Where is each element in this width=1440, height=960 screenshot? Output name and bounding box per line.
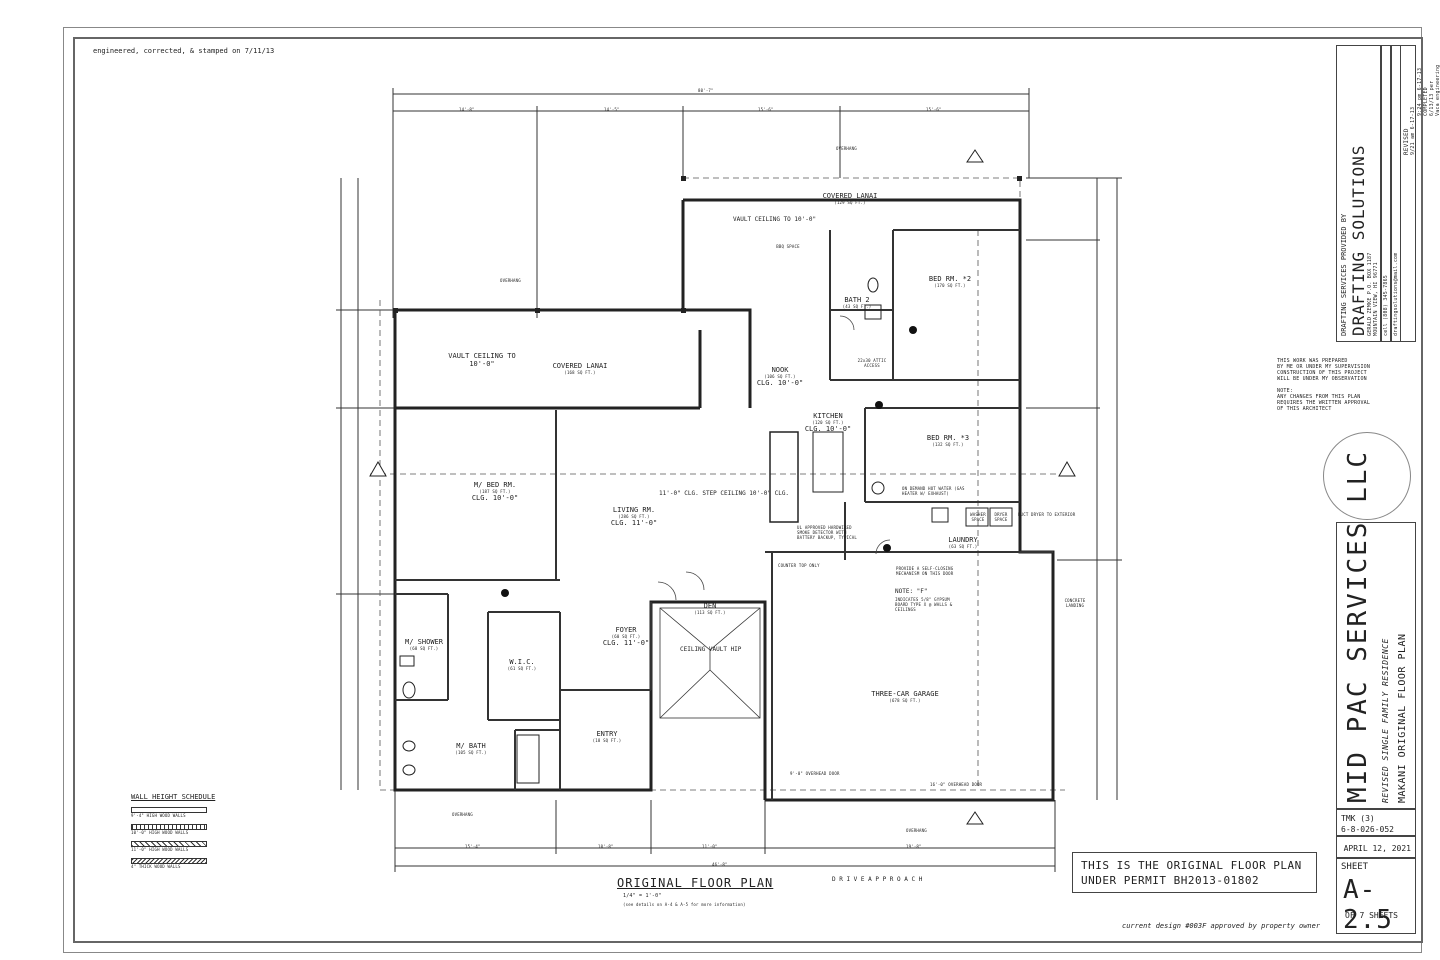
wall-schedule-row: 11'-0" HIGH WOOD WALLS [131,841,231,852]
on-demand-note: ON DEMAND HOT WATER (GAS HEATER W/ EXHAU… [902,486,965,496]
client-block: MID PAC SERVICES LLC REVISED SINGLE FAMI… [1336,450,1416,809]
date-block: APRIL 12, 2021 [1336,836,1416,858]
duct-note: DUCT DRYER TO EXTERIOR [1018,512,1076,517]
revisions-block: REVISED 9/21 am 6-17-13 [1402,45,1416,342]
room-foyer: FOYER(60 SQ FT.)CLG. 11'-0" [602,626,650,647]
room-covered-lanai-mid: COVERED LANAI(168 SQ FT.) [552,362,608,375]
drive-approach: D R I V E A P P R O A C H [832,876,923,883]
room-entry: ENTRY(18 SQ FT.) [592,730,622,743]
room-bed-3: BED RM. *3(132 SQ FT.) [926,434,970,447]
revised-label: REVISED [1403,128,1410,155]
step-ceiling-note: 11'-0" CLG. STEP CEILING 10'-0" CLG. [659,490,790,497]
room-kitchen: KITCHEN(120 SQ FT.)CLG. 10'-0" [804,412,852,433]
dryer-space: DRYER SPACE [994,512,1008,522]
room-vault-lanai: VAULT CEILING TO 10'-0" [448,352,516,368]
architect-stamp-circle [1323,432,1411,520]
room-master-bed: M/ BED RM.(187 SQ FT.)CLG. 10'-0" [471,481,519,502]
sheet-label: SHEET [1341,862,1369,872]
washer-space: WASHER SPACE [970,512,986,522]
room-bath-2: BATH 2(43 SQ FT.) [842,296,872,309]
dim-top-3: 15'-6" [758,107,774,112]
dim-bottom-2: 10'-8" [598,844,614,849]
sheet-number-block: SHEET A-2.5 OF 7 SHEETS [1336,858,1416,935]
counter-top-note: COUNTER TOP ONLY [778,563,820,568]
overhead-door-1: 9'-0" OVERHEAD DOOR [790,771,840,776]
room-covered-lanai-top: COVERED LANAI (129 SQ FT.) [822,192,878,205]
dim-bottom-1: 15'-4" [465,844,481,849]
dim-top-4: 15'-6" [926,107,942,112]
project-name: REVISED SINGLE FAMILY RESIDENCE [1381,638,1390,803]
smoke-detector-note: UL APPROVED HARDWIRED SMOKE DETECTOR WIT… [797,525,857,540]
dim-overall-top: 80'-7" [698,88,714,93]
note-f-text: INDICATES 5/8" GYPSUM BOARD TYPE X @ WAL… [895,597,953,612]
overhang-top: OVERHANG [836,146,857,151]
bbq-space: BBQ SPACE [776,244,800,249]
client-name: MID PAC SERVICES LLC [1343,449,1373,803]
wall-height-schedule: WALL HEIGHT SCHEDULE 9'-4" HIGH WOOD WAL… [131,793,231,869]
wall-schedule-title: WALL HEIGHT SCHEDULE [131,793,216,801]
overhang-left-top: OVERHANG [500,278,521,283]
tmk-block: TMK (3) 6-8-026-052 [1336,809,1416,836]
revision-1: 9/21 am 6-17-13 [1410,106,1416,155]
revision-entry: Vaca engineering [1435,64,1440,116]
plan-title: ORIGINAL FLOOR PLAN [617,876,774,890]
wall-schedule-row: 9'-4" HIGH WOOD WALLS [131,807,231,818]
self-closing-note: PROVIDE A SELF-CLOSING MECHANISM ON THIS… [896,566,954,576]
attic-access: 22x30 ATTIC ACCESS [857,358,887,368]
sheet-inner-border [73,37,1423,943]
wall-schedule-row: 4" THICK WOOD WALLS [131,858,231,869]
dim-bottom-4: 19'-8" [906,844,922,849]
room-master-bath: M/ BATH(105 SQ FT.) [455,742,487,755]
title-block-frame [1336,45,1416,342]
sheet-number: A-2.5 [1343,875,1393,935]
overhang-garage: OVERHANG [906,828,927,833]
dim-top-1: 14'-8" [459,107,475,112]
sheet-count: OF 7 SHEETS [1345,911,1398,920]
footer-note: current design #003F approved by propert… [1122,922,1321,930]
concrete-landing: CONCRETE LANDING [1064,598,1086,608]
room-den: DEN(113 SQ FT.) [694,602,726,615]
room-bed-2: BED RM. *2(170 SQ FT.) [928,275,972,288]
wall-schedule-row: 10'-0" HIGH WOOD WALLS [131,824,231,835]
dim-overall-bottom: 46'-8" [712,862,728,867]
ceiling-vault-hip: CEILING VAULT HIP [680,646,742,653]
dim-bottom-3: 11'-0" [702,844,718,849]
header-note: engineered, corrected, & stamped on 7/11… [93,47,275,55]
original-plan-banner: THIS IS THE ORIGINAL FLOOR PLAN UNDER PE… [1072,852,1317,893]
room-garage: THREE-CAR GARAGE(678 SQ FT.) [871,690,939,703]
sheet-title: MAKANI ORIGINAL FLOOR PLAN [1397,633,1408,803]
plan-note: (see details on A-4 & A-5 for more infor… [623,902,746,907]
architect-note: THIS WORK WAS PREPARED BY ME OR UNDER MY… [1277,358,1371,412]
overhang-bottom: OVERHANG [452,812,473,817]
room-laundry: LAUNDRY(63 SQ FT.) [948,536,978,549]
note-f-label: NOTE: "F" [895,588,928,595]
room-wic: W.I.C.(61 SQ FT.) [507,658,537,671]
vault-ceiling-top: VAULT CEILING TO 10'-0" [733,216,817,223]
room-living: LIVING RM.(286 SQ FT.)CLG. 11'-0" [610,506,658,527]
room-nook: NOOK(106 SQ FT.)CLG. 10'-0" [756,366,804,387]
overhead-door-2: 16'-0" OVERHEAD DOOR [930,782,983,787]
dim-top-2: 14'-5" [604,107,620,112]
room-master-shower: M/ SHOWER(68 SQ FT.) [405,638,443,651]
plan-scale: 1/4" = 1'-0" [623,893,662,899]
